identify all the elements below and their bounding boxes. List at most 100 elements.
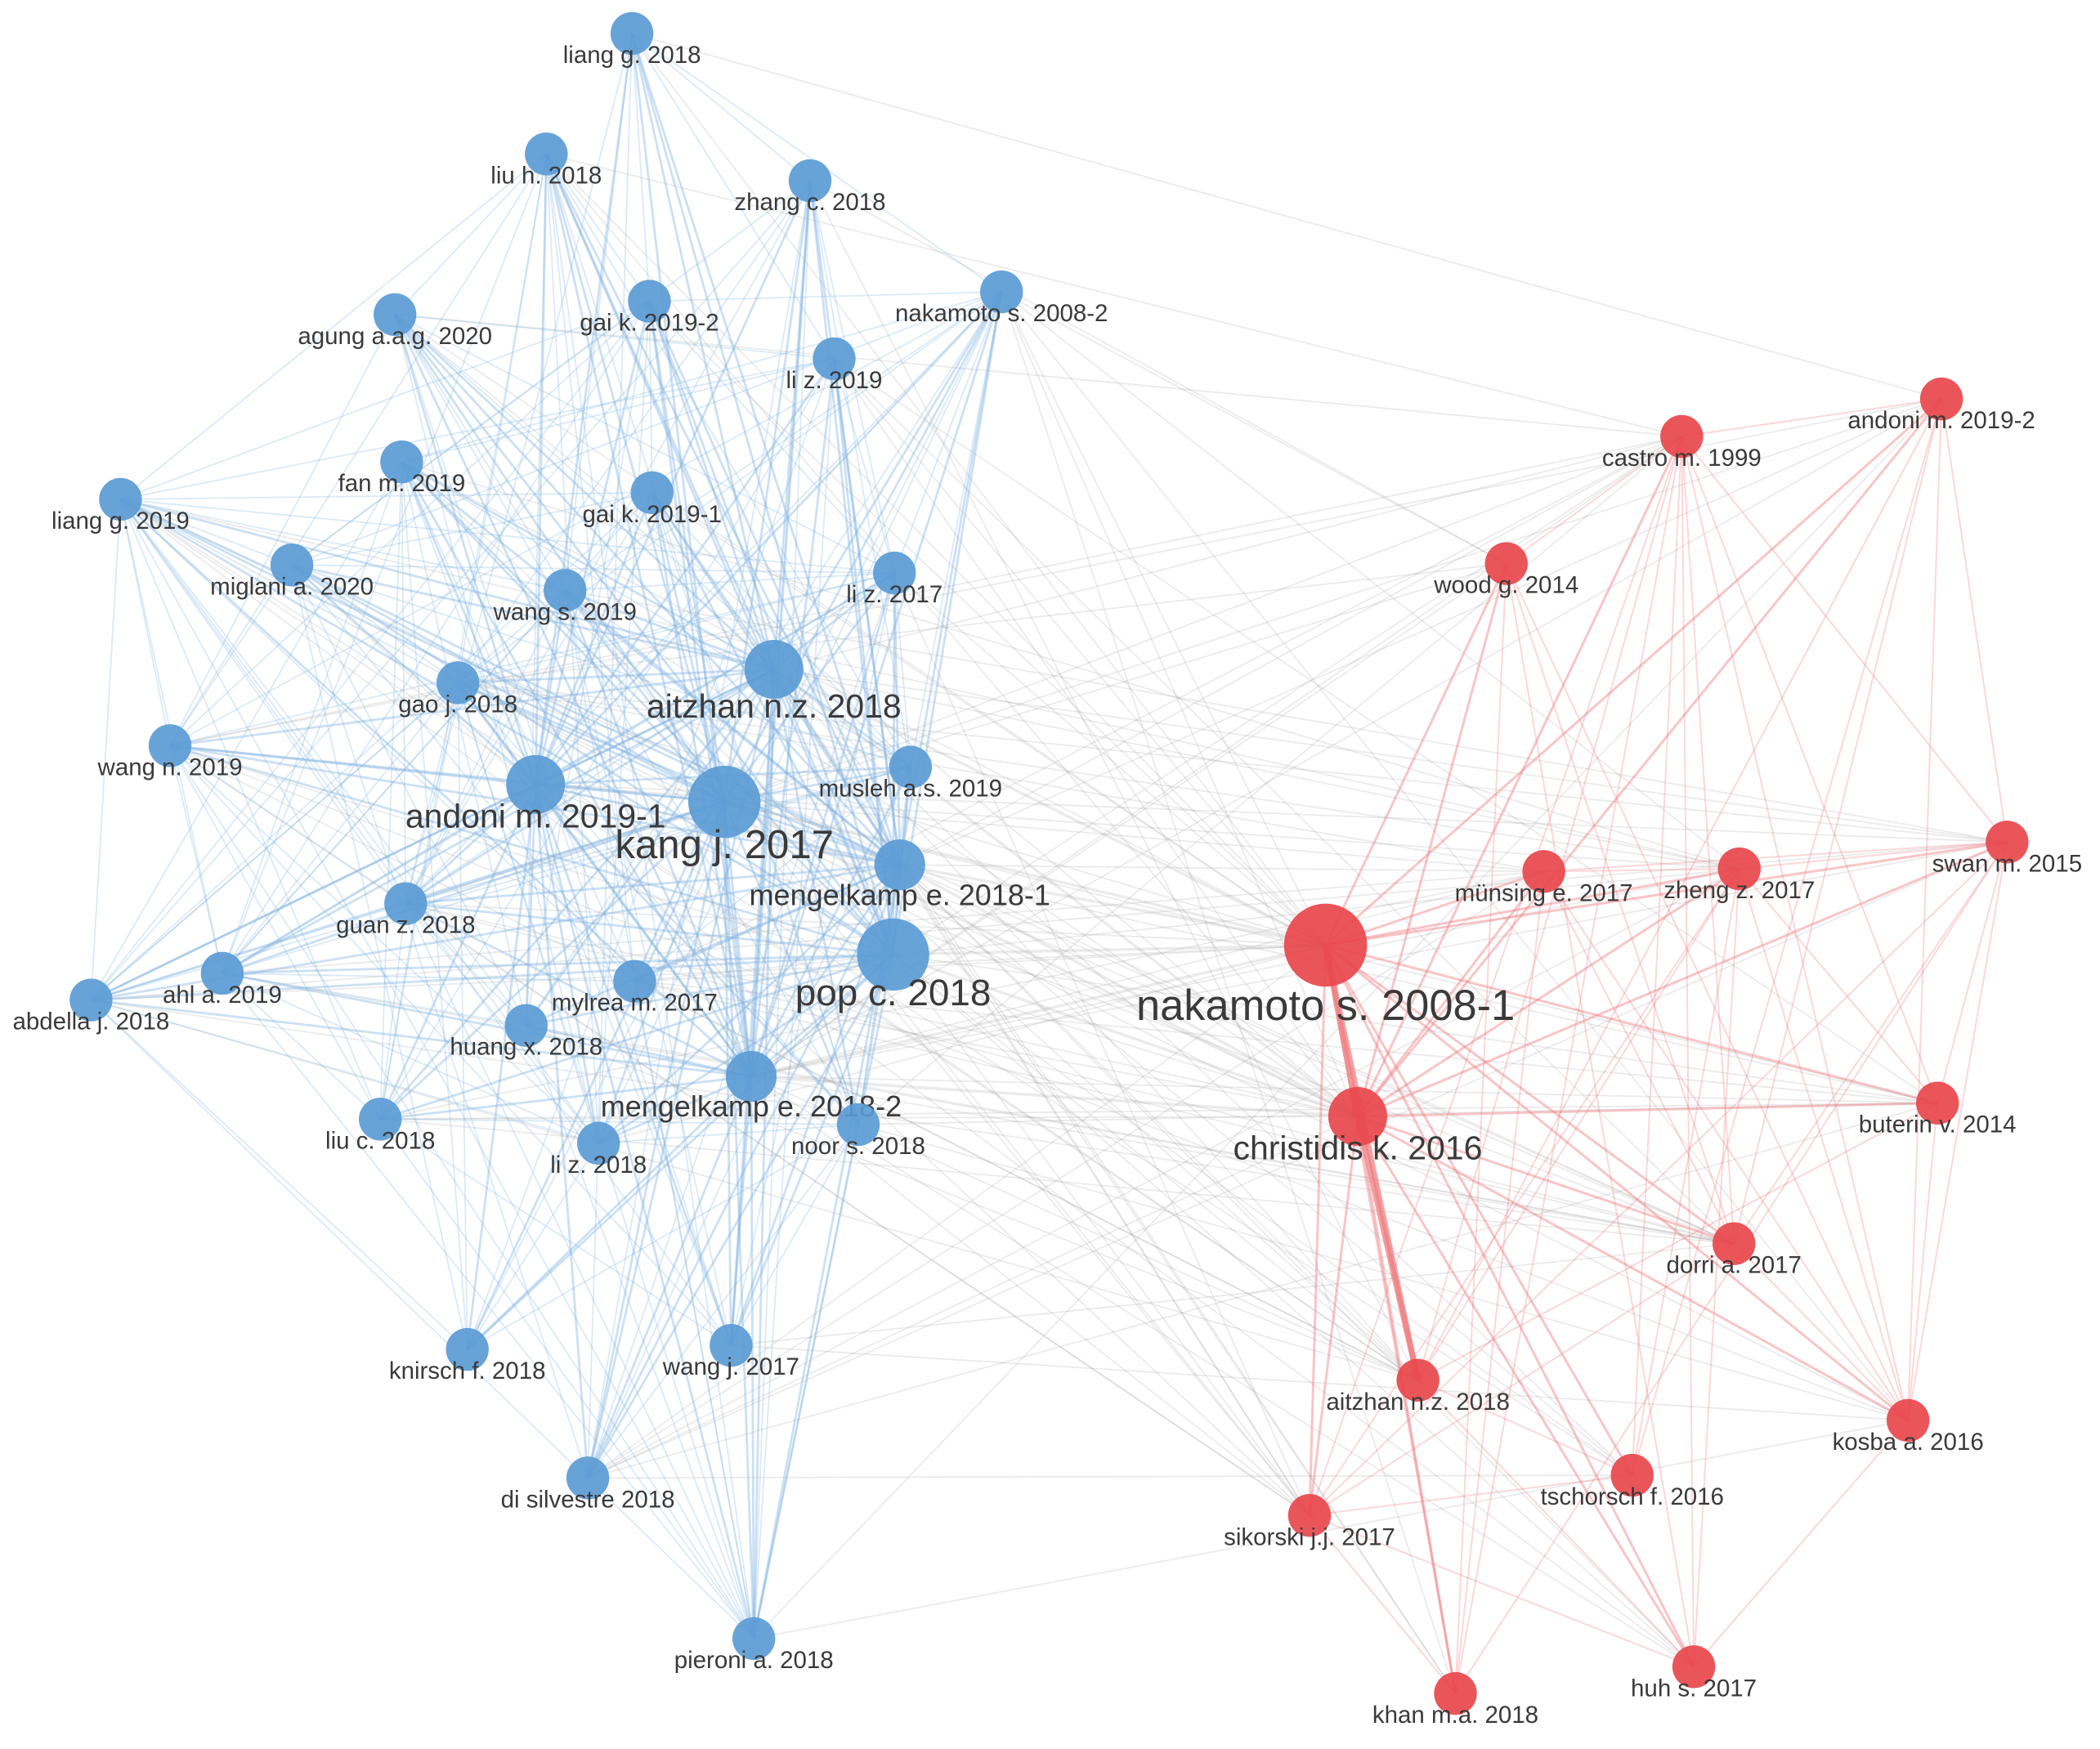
node-circle[interactable] xyxy=(630,471,674,514)
node-n33[interactable]: pieroni a. 2018 xyxy=(674,1617,834,1674)
node-r6[interactable]: nakamoto s. 2008-1 xyxy=(1136,903,1515,1031)
node-n20[interactable]: guan z. 2018 xyxy=(336,882,476,939)
node-circle[interactable] xyxy=(874,839,925,891)
node-n30[interactable]: knirsch f. 2018 xyxy=(389,1327,546,1384)
node-circle[interactable] xyxy=(380,440,423,484)
node-n8[interactable]: liang g. 2019 xyxy=(51,477,190,535)
node-circle[interactable] xyxy=(1610,1453,1654,1497)
node-r10[interactable]: aitzhan n.z. 2018 xyxy=(1326,1358,1510,1416)
node-circle[interactable] xyxy=(506,754,566,814)
node-circle[interactable] xyxy=(436,661,480,705)
node-circle[interactable] xyxy=(1396,1358,1440,1402)
node-n21[interactable]: pop c. 2018 xyxy=(795,918,992,1013)
node-circle[interactable] xyxy=(725,1050,777,1103)
node-circle[interactable] xyxy=(788,159,832,203)
node-n10[interactable]: miglani a. 2020 xyxy=(210,543,374,600)
node-r13[interactable]: sikorski j.j. 2017 xyxy=(1224,1494,1395,1550)
node-circle[interactable] xyxy=(1986,821,2029,864)
node-r12[interactable]: tschorsch f. 2016 xyxy=(1541,1453,1724,1510)
node-n18[interactable]: kang j. 2017 xyxy=(615,765,834,867)
node-circle[interactable] xyxy=(99,477,142,521)
node-circle[interactable] xyxy=(744,639,804,700)
node-r2[interactable]: wood g. 2014 xyxy=(1433,542,1578,599)
node-circle[interactable] xyxy=(270,543,314,587)
cross-edge xyxy=(91,841,2008,1001)
node-circle[interactable] xyxy=(1672,1645,1716,1689)
node-n15[interactable]: wang n. 2019 xyxy=(97,724,243,781)
node-circle[interactable] xyxy=(566,1456,610,1500)
node-n11[interactable]: wang s. 2019 xyxy=(493,569,637,625)
node-n14[interactable]: aitzhan n.z. 2018 xyxy=(647,639,902,725)
node-circle[interactable] xyxy=(1283,903,1368,987)
node-circle[interactable] xyxy=(504,1004,548,1047)
node-n2[interactable]: zhang c. 2018 xyxy=(734,159,886,216)
node-n19[interactable]: mengelkamp e. 2018-1 xyxy=(750,839,1050,911)
node-n32[interactable]: di silvestre 2018 xyxy=(501,1456,675,1513)
node-circle[interactable] xyxy=(1287,1494,1332,1537)
node-circle[interactable] xyxy=(374,293,417,337)
node-n3[interactable]: agung a.a.g. 2020 xyxy=(298,293,492,350)
node-n31[interactable]: wang j. 2017 xyxy=(662,1323,799,1380)
node-n12[interactable]: li z. 2017 xyxy=(846,551,943,608)
node-circle[interactable] xyxy=(836,1103,880,1147)
node-circle[interactable] xyxy=(1713,1222,1756,1265)
node-r7[interactable]: christidis k. 2016 xyxy=(1233,1087,1482,1167)
node-circle[interactable] xyxy=(525,132,568,176)
node-circle[interactable] xyxy=(710,1323,753,1367)
node-circle[interactable] xyxy=(1484,542,1528,585)
node-circle[interactable] xyxy=(687,765,761,839)
node-circle[interactable] xyxy=(200,951,244,995)
node-circle[interactable] xyxy=(813,337,856,381)
node-circle[interactable] xyxy=(628,280,671,323)
node-circle[interactable] xyxy=(69,978,113,1022)
node-n0[interactable]: liang g. 2018 xyxy=(563,11,701,69)
node-circle[interactable] xyxy=(610,11,654,56)
node-circle[interactable] xyxy=(1919,377,1963,421)
node-r11[interactable]: kosba a. 2016 xyxy=(1833,1398,1984,1456)
node-n17[interactable]: andoni m. 2019-1 xyxy=(405,754,666,834)
node-n16[interactable]: musleh a.s. 2019 xyxy=(819,745,1002,803)
node-circle[interactable] xyxy=(980,270,1023,314)
node-circle[interactable] xyxy=(1886,1398,1930,1443)
node-n25[interactable]: huang x. 2018 xyxy=(450,1004,602,1061)
node-circle[interactable] xyxy=(1717,847,1761,891)
node-n13[interactable]: gao j. 2018 xyxy=(398,661,517,718)
node-r5[interactable]: swan m. 2015 xyxy=(1932,821,2082,877)
node-r15[interactable]: huh s. 2017 xyxy=(1631,1645,1757,1702)
node-circle[interactable] xyxy=(1522,850,1565,893)
node-circle[interactable] xyxy=(872,551,916,595)
node-n29[interactable]: noor s. 2018 xyxy=(791,1103,925,1160)
node-n1[interactable]: liu h. 2018 xyxy=(490,132,602,189)
node-circle[interactable] xyxy=(1915,1081,1959,1125)
node-n24[interactable]: mylrea m. 2017 xyxy=(552,959,718,1017)
node-r0[interactable]: andoni m. 2019-2 xyxy=(1847,377,2035,434)
node-circle[interactable] xyxy=(384,882,428,925)
node-n5[interactable]: nakamoto s. 2008-2 xyxy=(895,270,1108,327)
node-n23[interactable]: abdella j. 2018 xyxy=(13,978,170,1036)
node-circle[interactable] xyxy=(148,724,192,767)
node-circle[interactable] xyxy=(446,1327,489,1371)
node-r4[interactable]: zheng z. 2017 xyxy=(1663,847,1815,904)
node-circle[interactable] xyxy=(613,959,656,1003)
node-r3[interactable]: münsing e. 2017 xyxy=(1455,850,1633,906)
node-n27[interactable]: liu c. 2018 xyxy=(325,1098,435,1154)
node-r1[interactable]: castro m. 1999 xyxy=(1602,414,1762,472)
node-circle[interactable] xyxy=(1660,414,1704,458)
node-n28[interactable]: li z. 2018 xyxy=(550,1121,647,1179)
node-n7[interactable]: fan m. 2019 xyxy=(338,440,466,497)
node-n4[interactable]: gai k. 2019-2 xyxy=(580,280,719,337)
node-circle[interactable] xyxy=(857,918,929,991)
node-r8[interactable]: buterin v. 2014 xyxy=(1859,1081,2017,1138)
node-circle[interactable] xyxy=(1434,1671,1477,1715)
node-circle[interactable] xyxy=(544,569,587,612)
node-circle[interactable] xyxy=(576,1121,620,1165)
node-circle[interactable] xyxy=(1328,1087,1387,1147)
node-n6[interactable]: li z. 2019 xyxy=(786,337,882,394)
node-circle[interactable] xyxy=(889,745,933,789)
node-circle[interactable] xyxy=(732,1617,776,1661)
node-n22[interactable]: ahl a. 2019 xyxy=(163,951,282,1009)
node-n9[interactable]: gai k. 2019-1 xyxy=(583,471,722,528)
node-circle[interactable] xyxy=(358,1098,402,1141)
node-r9[interactable]: dorri a. 2017 xyxy=(1666,1222,1802,1279)
node-r14[interactable]: khan m.a. 2018 xyxy=(1372,1671,1538,1729)
